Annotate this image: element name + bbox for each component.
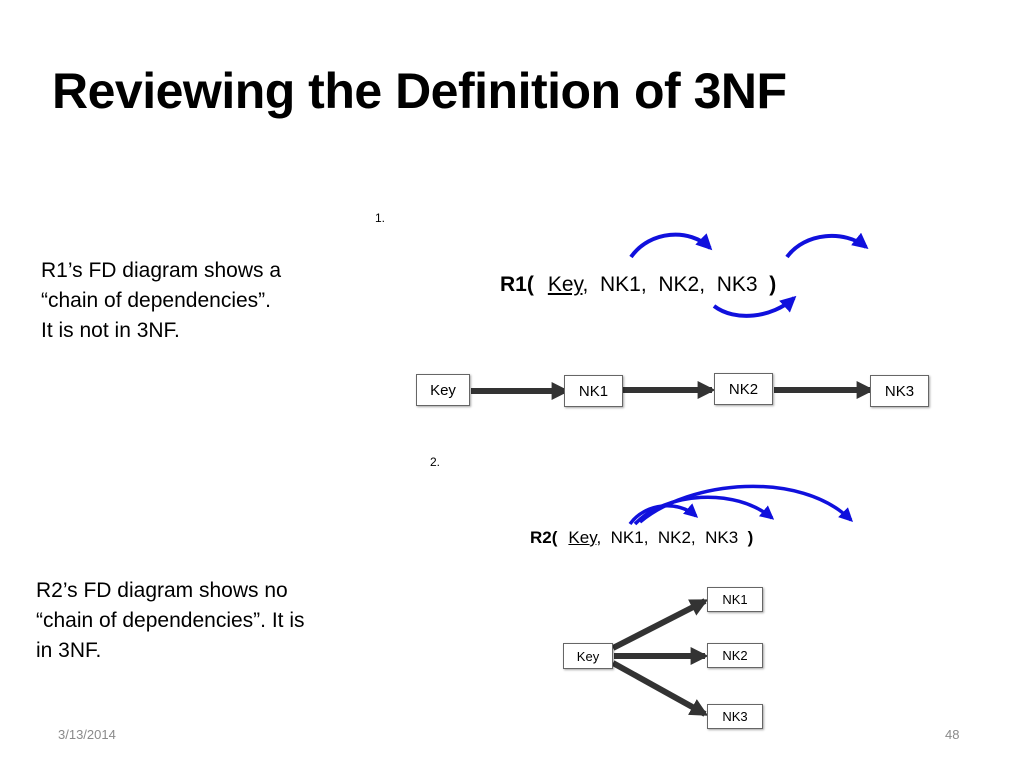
r2-attrs: , NK1, NK2, NK3 — [596, 528, 748, 547]
d1-box-nk2: NK2 — [714, 373, 773, 405]
diagram1-number: 1. — [375, 211, 386, 225]
d2-box-nk3: NK3 — [707, 704, 763, 729]
r2-open: R2( — [530, 528, 558, 547]
arc-nk2-nk3 — [785, 232, 869, 259]
slide-title: Reviewing the Definition of 3NF — [52, 63, 787, 119]
arc-nk1-nk2 — [712, 295, 797, 318]
r1-description-line: R1’s FD diagram shows a — [41, 259, 282, 282]
slide-number: 48 — [945, 727, 960, 742]
r2-description: R2’s FD diagram shows no “chain of depen… — [36, 576, 305, 666]
r1-description: R1’s FD diagram shows a “chain of depend… — [41, 256, 281, 346]
d1-box-nk3: NK3 — [870, 375, 929, 407]
r2-description-line: in 3NF. — [36, 639, 102, 662]
d2-box-nk1: NK1 — [707, 587, 763, 612]
arc2-key-nk3 — [638, 484, 854, 524]
arrow2-key-nk1 — [611, 598, 709, 651]
r1-description-line: “chain of dependencies”. — [41, 289, 271, 312]
diagram2-number: 2. — [430, 455, 441, 469]
d2-box-key: Key — [563, 643, 613, 669]
r1-open: R1( — [500, 273, 534, 296]
r1-close: ) — [769, 273, 777, 296]
r2-schema: R2( Key, NK1, NK2, NK3 ) — [530, 528, 753, 548]
r1-attrs: , NK1, NK2, NK3 — [582, 273, 770, 296]
r2-close: ) — [747, 528, 754, 547]
r2-key: Key — [568, 528, 597, 547]
d1-box-nk1: NK1 — [564, 375, 623, 407]
r1-key: Key — [547, 273, 583, 296]
r2-description-line: “chain of dependencies”. It is — [36, 609, 305, 632]
arc2-key-nk2 — [633, 495, 775, 526]
d2-box-nk2: NK2 — [707, 643, 763, 668]
arrow2-key-nk3 — [611, 660, 709, 717]
r1-schema: R1( Key, NK1, NK2, NK3 ) — [500, 273, 776, 297]
r2-description-line: R2’s FD diagram shows no — [36, 579, 288, 602]
footer-date: 3/13/2014 — [58, 727, 116, 742]
d1-box-key: Key — [416, 374, 470, 406]
r1-description-line: It is not in 3NF. — [41, 319, 180, 342]
arc-key-nk1 — [629, 232, 713, 259]
